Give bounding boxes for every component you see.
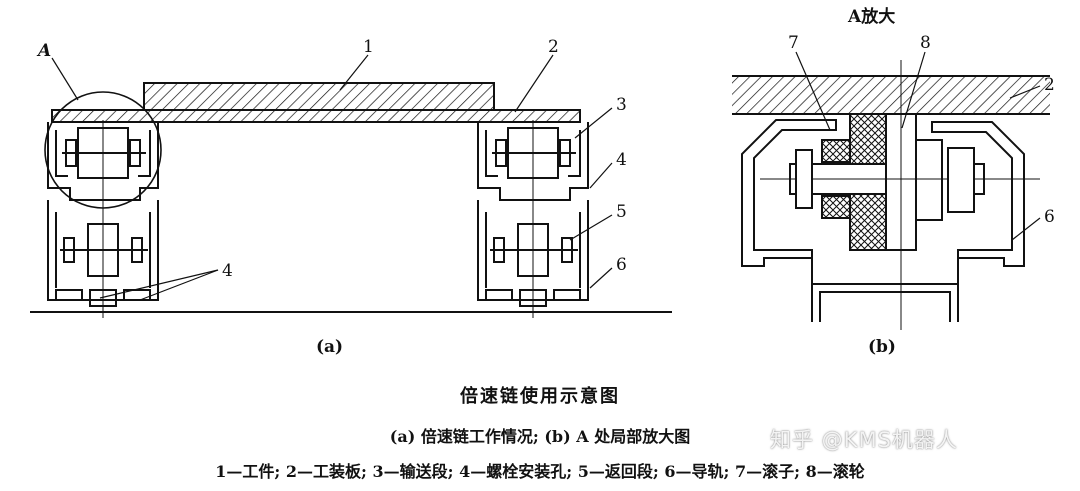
callout-2a: 2: [548, 37, 559, 57]
caption-subtitle: (a) 倍速链工作情况; (b) A 处局部放大图: [389, 427, 691, 446]
sub-label-a: (a): [316, 337, 343, 357]
roller-7: [821, 139, 851, 163]
callout-6b: 6: [1044, 207, 1055, 227]
right-wheel: [947, 147, 975, 213]
callout-4b: 4: [222, 261, 233, 281]
callout-1: 1: [363, 37, 374, 57]
callout-6a: 6: [616, 255, 627, 275]
label-A: A: [36, 41, 51, 61]
pallet-2: [51, 109, 581, 123]
panel-b-title: A放大: [847, 6, 895, 27]
caption-legend: 1—工件; 2—工装板; 3—输送段; 4—螺栓安装孔; 5—返回段; 6—导轨…: [215, 462, 865, 481]
guide-rail-6-left: [741, 119, 837, 267]
workpiece-1: [143, 82, 495, 111]
pallet-2-zoom: [732, 76, 1050, 114]
callout-8: 8: [920, 33, 931, 53]
callout-7: 7: [788, 33, 799, 53]
left-rail-assembly: [47, 120, 159, 318]
callout-3: 3: [616, 95, 627, 115]
right-rail-assembly: [477, 120, 589, 318]
guide-rail-6-right: [931, 121, 1025, 267]
watermark: 知乎 @KMS机器人: [770, 428, 958, 452]
callout-4a: 4: [616, 150, 627, 170]
caption-title: 倍速链使用示意图: [460, 386, 620, 407]
sub-label-b: (b): [868, 337, 896, 357]
detail-A-circle: [44, 91, 162, 209]
callout-5: 5: [616, 202, 627, 222]
callout-2b: 2: [1044, 75, 1055, 95]
